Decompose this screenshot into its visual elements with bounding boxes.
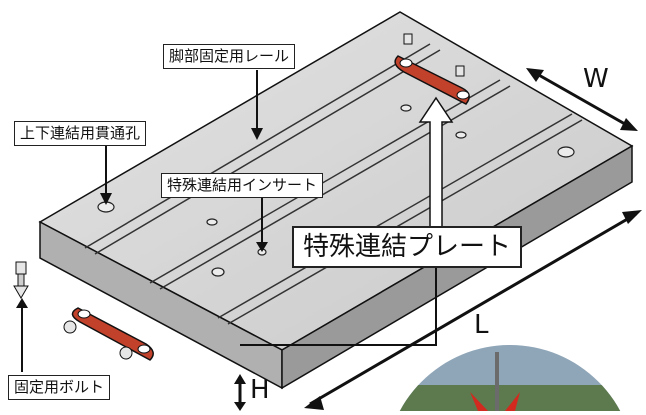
dimension-length-label: L <box>474 310 489 340</box>
label-special-plate: 特殊連結プレート <box>292 226 523 268</box>
photo-inset <box>385 345 635 415</box>
label-through-hole: 上下連結用貫通孔 <box>14 121 147 146</box>
dimension-width-label: W <box>583 64 609 94</box>
leader-arrowheads <box>16 128 268 308</box>
label-special-insert: 特殊連結用インサート <box>161 173 324 198</box>
plate-on-top <box>394 33 470 105</box>
fixing-bolt <box>13 261 29 299</box>
dimension-arrowheads <box>234 68 642 411</box>
dimension-height-label: H <box>250 375 270 405</box>
label-bolt: 固定用ボルト <box>8 375 111 400</box>
rail-grooves <box>84 43 583 325</box>
plate-front <box>63 307 154 361</box>
label-rail: 脚部固定用レール <box>163 44 296 69</box>
dimension-arrows <box>238 68 637 406</box>
